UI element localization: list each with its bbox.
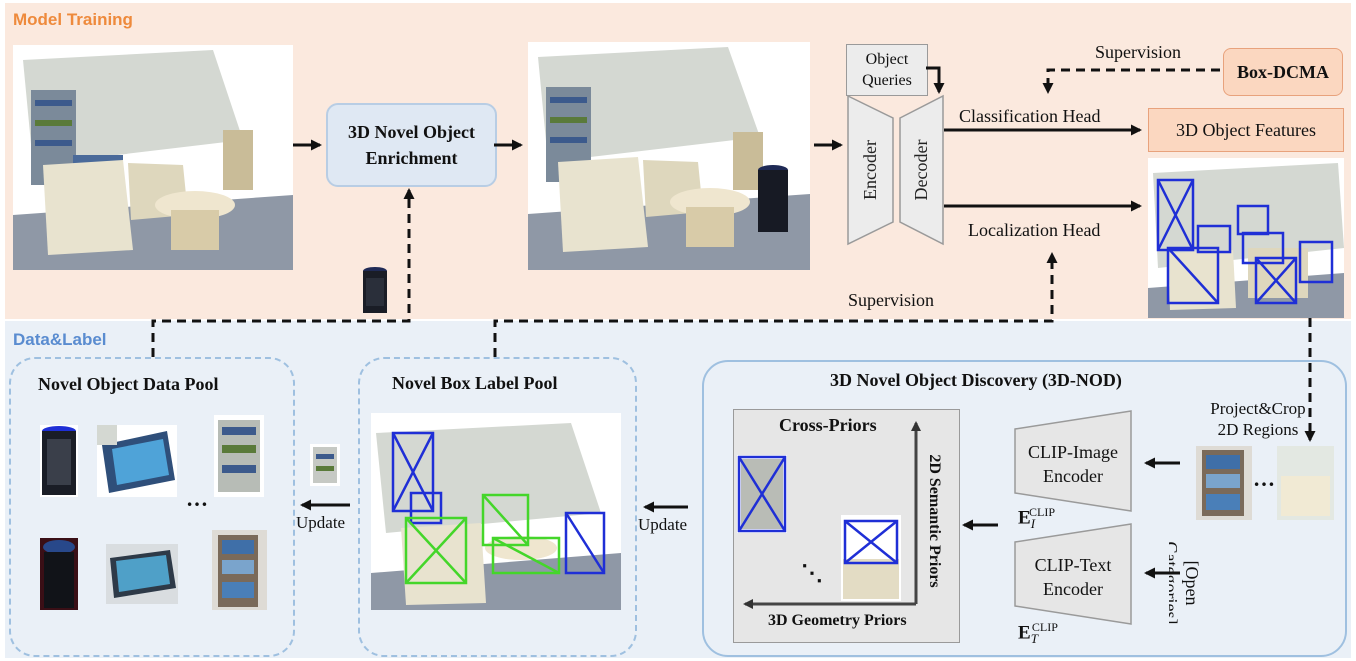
clip-image-encoder-shape	[1014, 410, 1132, 512]
enriched-scene-image	[528, 42, 810, 270]
pool-ellipsis: …	[186, 486, 208, 511]
clip-image-encoder-label: CLIP-Image Encoder	[1013, 440, 1133, 488]
cross-priors-title: Cross-Priors	[779, 415, 877, 435]
cropped-chair-region	[1277, 446, 1334, 520]
nod-title: 3D Novel Object Discovery (3D-NOD)	[830, 370, 1122, 390]
classification-head-label: Classification Head	[959, 106, 1101, 126]
regions-ellipsis: …	[1253, 466, 1275, 491]
text-embedding-sub: T	[1030, 631, 1038, 647]
clip-image-line1: CLIP-Image	[1028, 442, 1118, 462]
dashed-dcma-supervision	[1042, 68, 1220, 94]
project-crop-label: Project&Crop 2D Regions	[1178, 398, 1338, 440]
text-embedding-base: E	[1018, 622, 1031, 644]
box-dcma-box: Box-DCMA	[1223, 48, 1343, 96]
update-left-label: Update	[296, 513, 346, 532]
supervision-mid-label: Supervision	[848, 290, 935, 310]
update-right-label: Update	[638, 515, 688, 534]
object-features-box: 3D Object Features	[1148, 108, 1344, 152]
novel-object-enrichment-box: 3D Novel Object Enrichment	[326, 103, 497, 187]
semantic-priors-label: 2D Semantic Priors	[926, 454, 943, 587]
image-embedding-sup: CLIP	[1029, 505, 1056, 519]
image-embedding-base: E	[1018, 507, 1031, 529]
enrichment-line1: 3D Novel Object	[348, 122, 475, 142]
image-embedding-sub: I	[1030, 516, 1036, 532]
queries-line1: Object	[865, 51, 909, 68]
localization-head-label: Localization Head	[968, 220, 1101, 240]
object-queries-box: Object Queries	[846, 44, 928, 96]
pool-trash-can-image	[40, 425, 78, 497]
clip-text-line2: Encoder	[1043, 579, 1103, 599]
dashed-pool-to-enrich	[151, 188, 415, 357]
cross-ellipsis: ⋱	[801, 560, 823, 585]
pool-real-trash-image	[40, 538, 78, 610]
encoder-label: Encoder	[860, 140, 880, 200]
box-pool-title: Novel Box Label Pool	[392, 373, 558, 393]
decoder-shape	[899, 94, 944, 246]
detected-boxes-scene-image	[1148, 158, 1344, 318]
encoder-shape	[847, 94, 894, 246]
project-line2: 2D Regions	[1217, 420, 1299, 439]
pool-small-object-image	[310, 444, 340, 486]
dashed-boxpool-to-loc	[493, 252, 1058, 357]
image-embedding-symbol: EICLIP	[1018, 505, 1061, 532]
novel-object-discovery-panel	[702, 360, 1347, 657]
model-training-title: Model Training	[13, 10, 133, 29]
enrichment-line2: Enrichment	[365, 148, 458, 168]
arrow-queries-to-decoder	[926, 66, 945, 94]
cross-priors-diagram: 2D Semantic Priors	[737, 421, 943, 609]
data-label-title: Data&Label	[13, 330, 107, 349]
queries-line2: Queries	[862, 72, 912, 89]
clip-text-encoder-shape	[1014, 523, 1132, 625]
prior-sample-right	[841, 515, 901, 601]
novel-box-label-pool-panel	[358, 357, 637, 657]
project-line1: Project&Crop	[1210, 399, 1306, 418]
pool-real-monitor-image	[106, 544, 178, 604]
geometry-priors-label: 3D Geometry Priors	[768, 612, 907, 629]
pool-real-bookshelf-image	[212, 530, 267, 610]
trash-can-object-icon	[362, 266, 388, 314]
input-scene-image	[13, 45, 293, 270]
box-pool-scene-image	[371, 413, 621, 610]
pool-bookshelf-point-image	[214, 415, 264, 497]
supervision-top-label: Supervision	[1095, 42, 1182, 62]
encoder-decoder-diagram: Encoder Decoder	[847, 94, 944, 246]
clip-text-line1: CLIP-Text	[1034, 555, 1112, 575]
open-line1: [Open	[1182, 561, 1202, 606]
data-pool-title: Novel Object Data Pool	[38, 374, 219, 394]
prior-sample-left	[737, 455, 787, 533]
novel-object-data-pool-panel	[9, 357, 295, 657]
clip-text-encoder-label: CLIP-Text Encoder	[1013, 553, 1133, 601]
text-embedding-symbol: ETCLIP	[1018, 620, 1064, 647]
decoder-label: Decoder	[911, 140, 931, 201]
clip-image-line2: Encoder	[1043, 466, 1103, 486]
cropped-bookshelf-region	[1196, 446, 1252, 520]
text-embedding-sup: CLIP	[1031, 620, 1058, 634]
pool-monitor-image	[97, 425, 177, 497]
